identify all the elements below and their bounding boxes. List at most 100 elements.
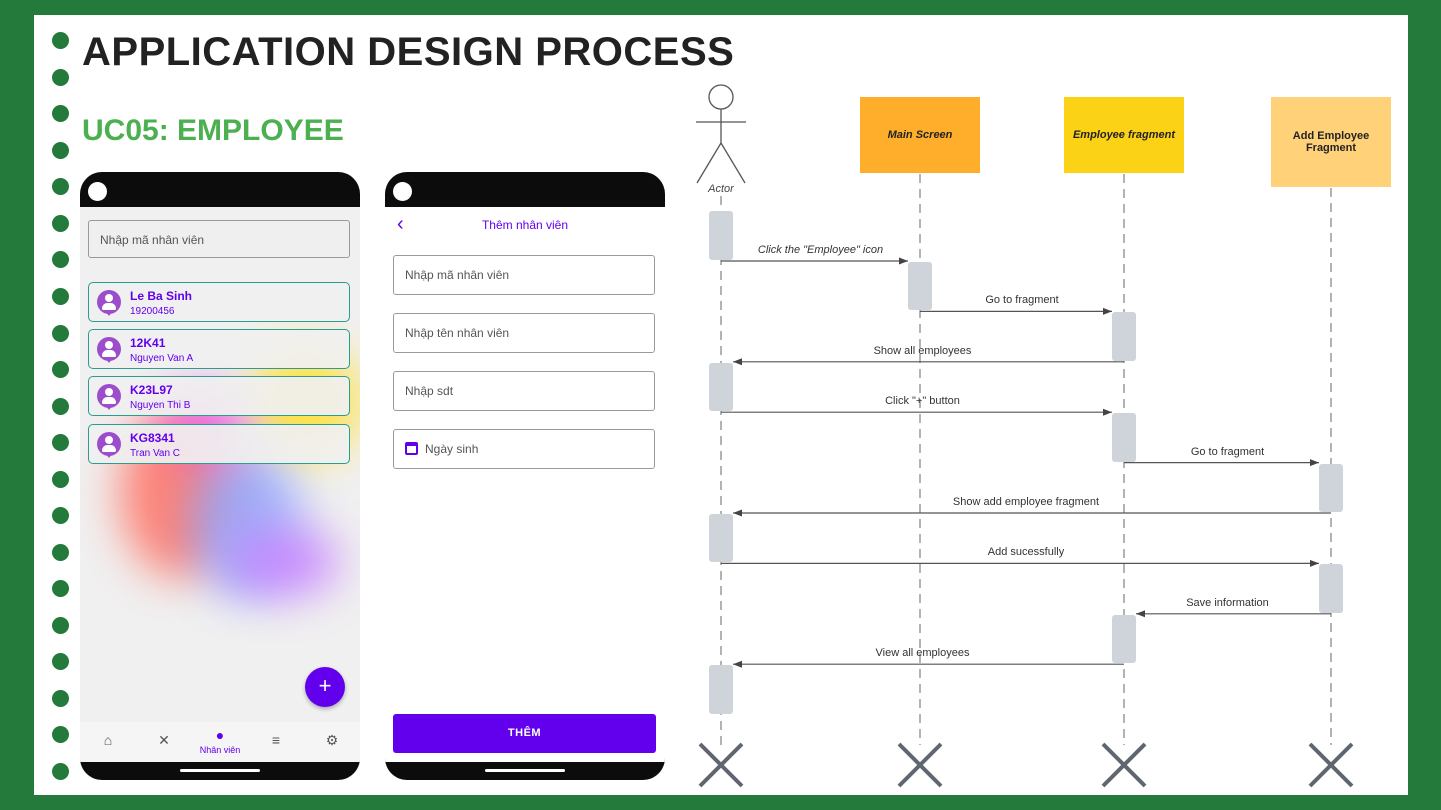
destroy-x-icon: [1101, 742, 1147, 788]
employee-code: 12K41: [130, 336, 166, 350]
activation-bar: [1319, 464, 1343, 512]
binding-dot: [52, 617, 69, 634]
phone-add-employee: ‹ Thêm nhân viên Nhập mã nhân viên Nhập …: [385, 172, 665, 780]
binding-dot: [52, 178, 69, 195]
person-pin-icon: [97, 337, 121, 363]
actor-label: Actor: [708, 183, 734, 195]
binding-dot: [52, 653, 69, 670]
message-label: Add sucessfully: [987, 546, 1065, 559]
nav-employee[interactable]: ● Nhân viên: [192, 722, 248, 762]
binding-dot: [52, 544, 69, 561]
phone-field[interactable]: Nhập sdt: [393, 371, 655, 411]
activation-bar: [709, 514, 733, 562]
arrowhead-icon: [733, 660, 742, 668]
binding-dot: [52, 215, 69, 232]
binding-dot: [52, 105, 69, 122]
employee-code: K23L97: [130, 383, 173, 397]
binding-dot: [52, 398, 69, 415]
calendar-icon: [405, 441, 418, 455]
employee-card[interactable]: K23L97 Nguyen Thi B: [88, 376, 350, 416]
utensils-icon: ✕: [158, 732, 170, 748]
form-header: ‹ Thêm nhân viên: [385, 207, 665, 245]
lane-label: Main Screen: [887, 129, 953, 141]
arrowhead-icon: [1136, 610, 1145, 618]
message-label: Show all employees: [873, 344, 972, 357]
message-label: Go to fragment: [985, 294, 1059, 307]
activation-bar: [709, 665, 733, 714]
binding-dot: [52, 471, 69, 488]
nav-home[interactable]: ⌂: [80, 722, 136, 762]
arrowhead-icon: [1103, 408, 1112, 416]
binding-dot: [52, 763, 69, 780]
lifelines: [720, 174, 1332, 745]
binding-dot: [52, 690, 69, 707]
employee-list-screen: Nhập mã nhân viên Le Ba Sinh 19200456 12…: [80, 207, 360, 762]
binding-dot: [52, 251, 69, 268]
employee-code-field[interactable]: Nhập mã nhân viên: [393, 255, 655, 295]
bottom-navigation: ⌂ ✕ ● Nhân viên ≡ ⚙: [80, 722, 360, 762]
person-pin-icon: [97, 290, 121, 316]
home-indicator: [180, 769, 260, 772]
form-title: Thêm nhân viên: [481, 218, 569, 232]
message-label: Go to fragment: [1190, 445, 1265, 458]
employee-card[interactable]: 12K41 Nguyen Van A: [88, 329, 350, 369]
employee-detail: Nguyen Thi B: [130, 400, 191, 411]
birthday-field[interactable]: Ngày sinh: [393, 429, 655, 469]
employee-search-input[interactable]: Nhập mã nhân viên: [88, 220, 350, 258]
binding-dot: [52, 434, 69, 451]
employee-card[interactable]: KG8341 Tran Van C: [88, 424, 350, 464]
destroy-x-icon: [698, 742, 744, 788]
binding-dot: [52, 142, 69, 159]
person-pin-icon: [97, 432, 121, 458]
gear-icon: ⚙: [325, 732, 339, 748]
message-label: Show add employee fragment: [952, 496, 1100, 508]
lane-label: Employee fragment: [1072, 129, 1176, 141]
message-label: View all employees: [875, 647, 970, 660]
chevron-left-icon[interactable]: ‹: [397, 213, 404, 235]
binding-dot: [52, 726, 69, 743]
nav-menu[interactable]: ✕: [136, 722, 192, 762]
activation-bar: [709, 211, 733, 260]
nav-orders[interactable]: ≡: [248, 722, 304, 762]
activation-bar: [709, 363, 733, 411]
arrowhead-icon: [899, 257, 908, 265]
message-label: Click the "Employee" icon: [757, 244, 884, 256]
message-label: Save information: [1186, 596, 1269, 609]
employee-detail: 19200456: [130, 306, 175, 317]
activation-bar: [1112, 312, 1136, 361]
add-submit-button[interactable]: THÊM: [393, 714, 656, 753]
employee-card[interactable]: Le Ba Sinh 19200456: [88, 282, 350, 322]
blur-decoration: [230, 527, 340, 597]
nav-settings[interactable]: ⚙: [304, 722, 360, 762]
message-arrows: [721, 257, 1331, 668]
slide-subtitle: UC05: EMPLOYEE: [82, 114, 344, 147]
slide-title: APPLICATION DESIGN PROCESS: [82, 30, 735, 74]
message-label: Click "+" button: [885, 395, 960, 408]
arrowhead-icon: [733, 358, 742, 366]
add-employee-screen: ‹ Thêm nhân viên Nhập mã nhân viên Nhập …: [385, 207, 665, 762]
lifeline-ends: [698, 742, 1354, 788]
employee-code: KG8341: [130, 431, 175, 445]
binding-dot: [52, 288, 69, 305]
employee-detail: Nguyen Van A: [130, 353, 194, 364]
home-icon: ⌂: [103, 732, 113, 748]
camera-dot: [393, 182, 412, 201]
employee-code: Le Ba Sinh: [130, 289, 193, 303]
add-employee-fab[interactable]: +: [305, 667, 345, 707]
binding-dot: [52, 361, 69, 378]
actor-icon: [696, 84, 746, 184]
binding-dot: [52, 580, 69, 597]
lane-add-employee-fragment: Add Employee Fragment: [1271, 97, 1391, 187]
lane-label: Add Employee Fragment: [1292, 130, 1370, 154]
destroy-x-icon: [897, 742, 943, 788]
camera-dot: [88, 182, 107, 201]
arrowhead-icon: [1310, 559, 1319, 567]
home-indicator: [485, 769, 565, 772]
binding-dot: [52, 32, 69, 49]
activation-bars: [709, 211, 1343, 714]
arrowhead-icon: [733, 509, 742, 517]
employee-name-field[interactable]: Nhập tên nhân viên: [393, 313, 655, 353]
binding-dot: [52, 507, 69, 524]
binding-dot: [52, 325, 69, 342]
